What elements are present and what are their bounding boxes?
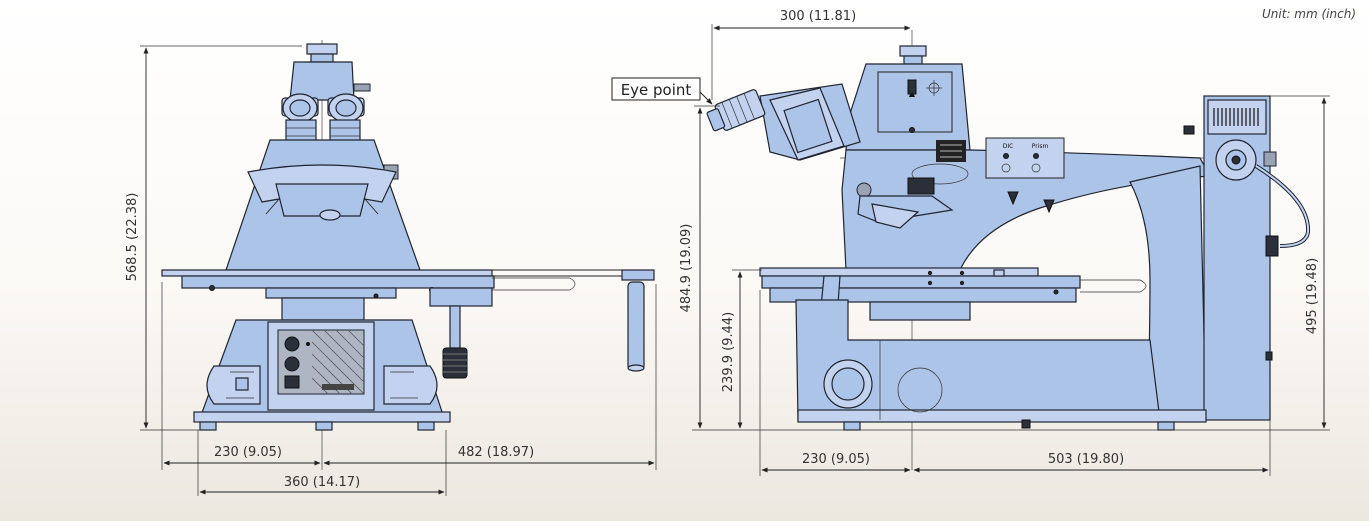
front-focus-knob: [442, 347, 468, 379]
side-top-offset-label: 300 (11.81): [780, 9, 856, 24]
front-port-3: [284, 375, 300, 389]
side-lamp-vent-box: [1207, 99, 1267, 135]
front-view: 568.5 (22.38) 230 (9.05) 482 (18.97) 360…: [125, 40, 657, 496]
side-cable-connector: [1265, 235, 1279, 257]
side-base-plate: [797, 409, 1207, 423]
eye-point-box: [611, 77, 701, 101]
front-port-1: [284, 336, 300, 352]
svg-text:Prism: Prism: [1032, 143, 1049, 150]
front-foot-1: [199, 421, 217, 431]
front-height-label: 568.5 (22.38): [125, 193, 140, 282]
front-base-width-label: 360 (14.17): [284, 475, 360, 490]
front-stage-block: [429, 287, 493, 307]
front-top-neck: [310, 53, 334, 63]
front-foot-2: [315, 421, 333, 431]
front-knob-shaft: [449, 305, 461, 349]
front-top-cap: [306, 43, 338, 55]
side-stage-slide: [869, 301, 971, 321]
side-total-height-label: 495 (19.48): [1305, 258, 1320, 334]
front-width-right-label: 482 (18.97): [458, 445, 534, 460]
side-head-panel: [877, 71, 953, 133]
side-depth-front-label: 230 (9.05): [802, 452, 870, 467]
side-foot-2: [1157, 421, 1175, 431]
front-foot-3: [417, 421, 435, 431]
front-left-lamp: [206, 365, 261, 405]
side-stage-height-label: 239.9 (9.44): [721, 312, 736, 392]
side-dic-panel: [985, 137, 1065, 179]
side-lamp-vents: [1213, 108, 1259, 126]
side-foot-1: [843, 421, 861, 431]
front-nosepiece: [275, 183, 369, 217]
side-view: ▲: [611, 9, 1330, 476]
front-hanging-handle: [627, 281, 645, 371]
front-width-left-label: 230 (9.05): [214, 445, 282, 460]
front-column: [281, 297, 365, 321]
front-stage-arm-end: [621, 269, 655, 281]
front-objective: [319, 209, 341, 221]
front-base-plate: [193, 411, 451, 423]
front-stage-top: [161, 269, 493, 277]
side-stage: [761, 275, 1081, 289]
front-side-knob: [353, 83, 371, 92]
side-top-cap: [899, 45, 927, 57]
side-head: [845, 63, 971, 151]
front-right-lamp: [383, 365, 438, 405]
eye-point-leader: [699, 91, 713, 105]
side-base-port: [897, 367, 943, 413]
side-eye-height-label: 484.9 (19.09): [679, 224, 694, 313]
side-foot-mid: [1021, 419, 1031, 429]
side-depth-rear-label: 503 (19.80): [1048, 452, 1124, 467]
front-stage: [181, 275, 495, 289]
svg-text:DIC: DIC: [1003, 143, 1014, 150]
unit-label: Unit: mm (inch): [1262, 7, 1356, 21]
front-port-2: [284, 356, 300, 372]
eye-point-label: Eye point: [621, 81, 692, 99]
side-eyepiece: [706, 83, 861, 161]
